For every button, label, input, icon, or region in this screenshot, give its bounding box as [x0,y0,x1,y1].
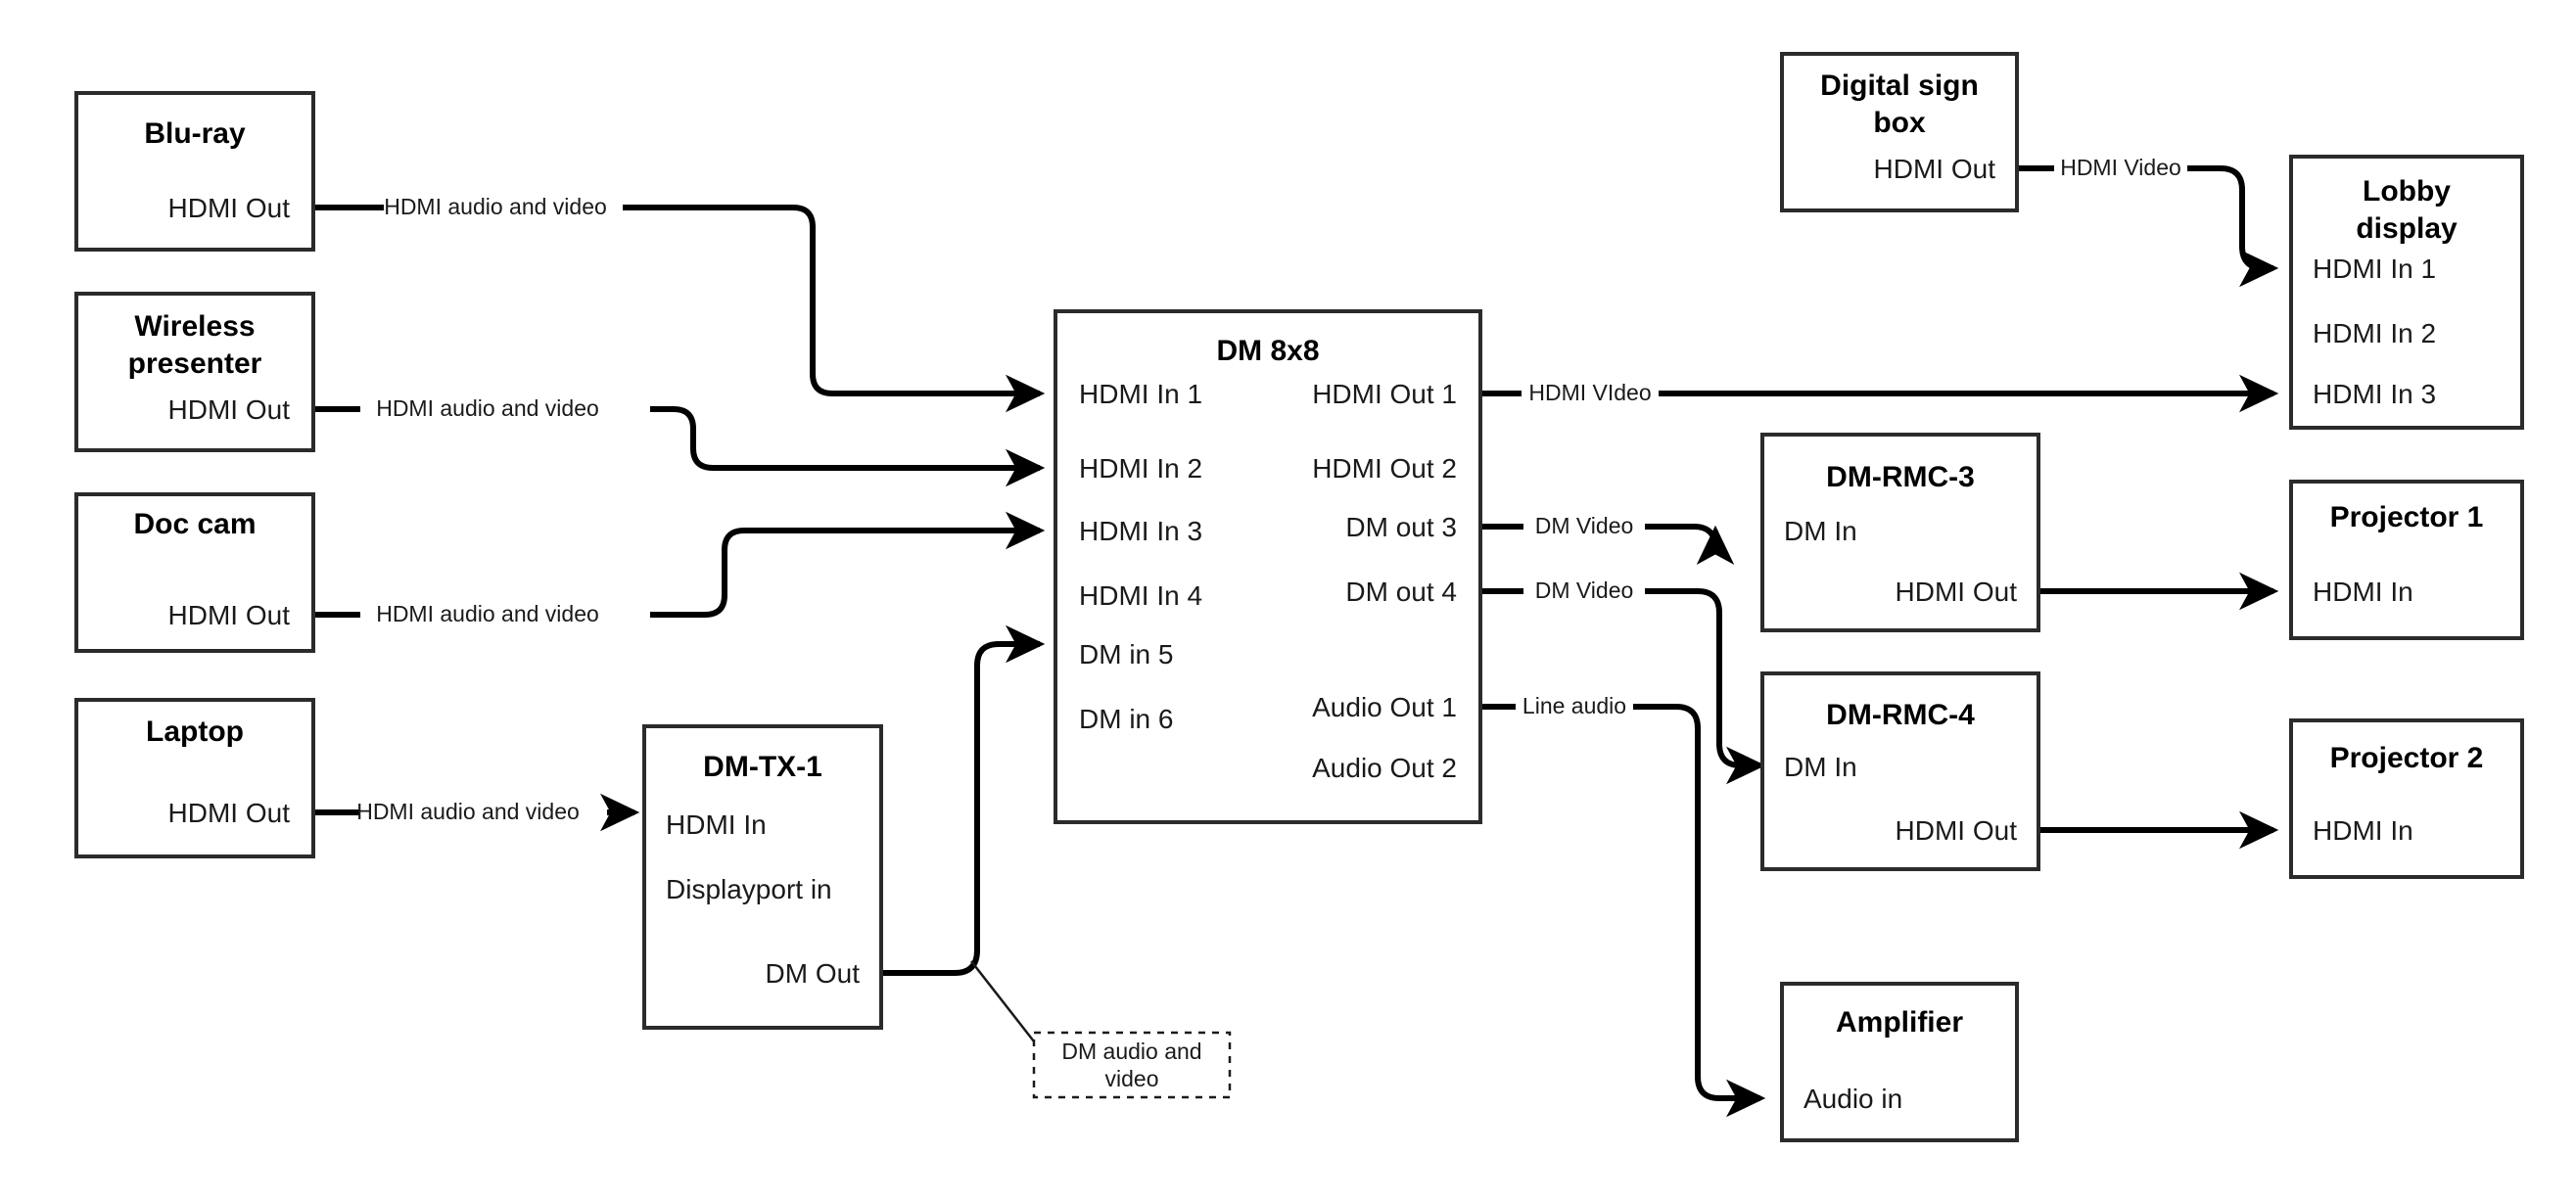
node-laptop[interactable]: Laptop HDMI Out [74,698,315,858]
dm-8x8-input-hdmi-in-1: HDMI In 1 [1079,379,1202,409]
doc-cam-title: Doc cam [133,508,256,540]
dm-tx-1-box[interactable] [642,724,883,1030]
wire-label-dmout3: DM Video [1535,513,1634,538]
lobby-display-title-line2: display [2356,212,2458,245]
dm-tx-1-title: DM-TX-1 [703,751,822,783]
dm-8x8-input-hdmi-in-4: HDMI In 4 [1079,580,1202,611]
node-dm-rmc-3[interactable]: DM-RMC-3 DM In HDMI Out [1760,433,2040,632]
wire-label-audioout1: Line audio [1522,693,1626,718]
digital-sign-box-rect[interactable] [1780,52,2019,212]
wire-audioout1-to-amp-in [1633,704,1766,1118]
callout-dm-av-line1: DM audio and [1061,1039,1201,1064]
amplifier-port-audio-in: Audio in [1803,1084,1902,1114]
lobby-display-box[interactable] [2289,155,2524,430]
dm-tx-1-port-displayport-in: Displayport in [666,874,832,904]
dm-8x8-input-hdmi-in-3: HDMI In 3 [1079,516,1202,546]
node-wireless-presenter[interactable]: Wireless presenter HDMI Out [74,292,315,452]
digital-sign-box-title-line1: Digital sign [1820,69,1979,102]
bluray-title: Blu-ray [144,117,246,150]
dm-8x8-input-hdmi-in-2: HDMI In 2 [1079,453,1202,484]
node-projector-2[interactable]: Projector 2 HDMI In [2289,718,2524,879]
dm-tx-1-port-dm-out: DM Out [766,958,861,989]
wire-doccam-to-dm-in3 [650,511,1046,618]
wire-label-bluray: HDMI audio and video [384,194,607,219]
node-projector-1[interactable]: Projector 1 HDMI In [2289,480,2524,640]
node-digital-sign-box[interactable]: Digital sign box HDMI Out [1780,52,2019,212]
doc-cam-port-hdmi-out: HDMI Out [168,600,291,630]
wireless-presenter-port-hdmi-out: HDMI Out [168,394,291,425]
dm-8x8-box[interactable] [1054,309,1482,824]
lobby-display-input-hdmi-in-2: HDMI In 2 [2313,318,2436,348]
callout-dm-audio-video: DM audio and video [1032,1031,1232,1099]
node-lobby-display[interactable]: Lobby display HDMI In 1 HDMI In 2 HDMI I… [2289,155,2524,430]
wire-label-sign-to-lobby: HDMI Video [2060,155,2181,180]
dm-8x8-output-audio-out-1: Audio Out 1 [1312,692,1457,722]
node-dm-tx-1[interactable]: DM-TX-1 HDMI In Displayport in DM Out [642,724,883,1030]
dm-8x8-output-hdmi-out-1: HDMI Out 1 [1312,379,1457,409]
wire-label-layer: HDMI audio and video HDMI audio and vide… [356,155,2181,824]
amplifier-box[interactable] [1780,982,2019,1142]
dm-rmc-4-port-hdmi-out: HDMI Out [1896,815,2018,846]
dm-8x8-input-dm-in-6: DM in 6 [1079,704,1173,734]
wire-label-dmout1: HDMI VIdeo [1528,380,1651,405]
node-bluray[interactable]: Blu-ray HDMI Out [74,91,315,252]
callout-leader-line [970,960,1035,1042]
lobby-display-input-hdmi-in-1: HDMI In 1 [2313,254,2436,284]
wire-label-wireless: HDMI audio and video [376,395,599,421]
doc-cam-box[interactable] [74,492,315,653]
dm-8x8-output-hdmi-out-2: HDMI Out 2 [1312,453,1457,484]
projector-1-box[interactable] [2289,480,2524,640]
digital-sign-box-port-hdmi-out: HDMI Out [1874,154,1996,184]
dm-8x8-output-audio-out-2: Audio Out 2 [1312,753,1457,783]
wire-dmout3-to-rmc3-in [1645,524,1735,565]
laptop-title: Laptop [146,716,244,748]
wire-label-laptop: HDMI audio and video [356,799,580,824]
node-dm-8x8[interactable]: DM 8x8 HDMI In 1 HDMI In 2 HDMI In 3 HDM… [1054,309,1482,824]
projector-2-port-hdmi-in: HDMI In [2313,815,2413,846]
dm-rmc-4-port-dm-in: DM In [1784,752,1857,782]
dm-8x8-output-dm-out-4: DM out 4 [1345,577,1457,607]
callout-dm-av-line2: video [1105,1066,1159,1091]
wire-wireless-to-dm-in2 [650,406,1046,487]
node-dm-rmc-4[interactable]: DM-RMC-4 DM In HDMI Out [1760,671,2040,871]
wireless-presenter-box[interactable] [74,292,315,452]
wire-label-dmout4: DM Video [1535,577,1634,603]
lobby-display-input-hdmi-in-3: HDMI In 3 [2313,379,2436,409]
wireless-presenter-title-line2: presenter [128,347,262,380]
amplifier-title: Amplifier [1836,1006,1963,1039]
wire-tx-dmout-to-dm-in5 [881,624,1046,976]
wire-bluray-to-dm-in1 [623,205,1046,413]
dm-tx-1-port-hdmi-in: HDMI In [666,809,767,840]
lobby-display-title-line1: Lobby [2363,175,2451,208]
wire-dmout4-to-rmc4-in [1645,588,1766,785]
projector-2-title: Projector 2 [2330,742,2484,774]
dm-rmc-4-box[interactable] [1760,671,2040,871]
digital-sign-box-title-line2: box [1873,107,1926,139]
dm-8x8-input-dm-in-5: DM in 5 [1079,639,1173,670]
laptop-port-hdmi-out: HDMI Out [168,798,291,828]
callout-dm-av-box [1032,1031,1232,1099]
projector-1-title: Projector 1 [2330,501,2484,533]
bluray-port-hdmi-out: HDMI Out [168,193,291,223]
bluray-box[interactable] [74,91,315,252]
dm-8x8-output-dm-out-3: DM out 3 [1345,512,1457,542]
wireless-presenter-title-line1: Wireless [134,310,255,343]
dm-rmc-3-port-dm-in: DM In [1784,516,1857,546]
laptop-box[interactable] [74,698,315,858]
dm-rmc-3-box[interactable] [1760,433,2040,632]
dm-8x8-title: DM 8x8 [1216,335,1319,367]
dm-rmc-3-title: DM-RMC-3 [1826,461,1975,493]
node-doc-cam[interactable]: Doc cam HDMI Out [74,492,315,653]
node-amplifier[interactable]: Amplifier Audio in [1780,982,2019,1142]
dm-rmc-3-port-hdmi-out: HDMI Out [1896,577,2018,607]
dm-rmc-4-title: DM-RMC-4 [1826,699,1975,731]
wire-layer [313,165,2279,1118]
wire-sign-to-lobby-in1 [2187,165,2279,288]
projector-1-port-hdmi-in: HDMI In [2313,577,2413,607]
projector-2-box[interactable] [2289,718,2524,879]
wire-label-doccam: HDMI audio and video [376,601,599,626]
